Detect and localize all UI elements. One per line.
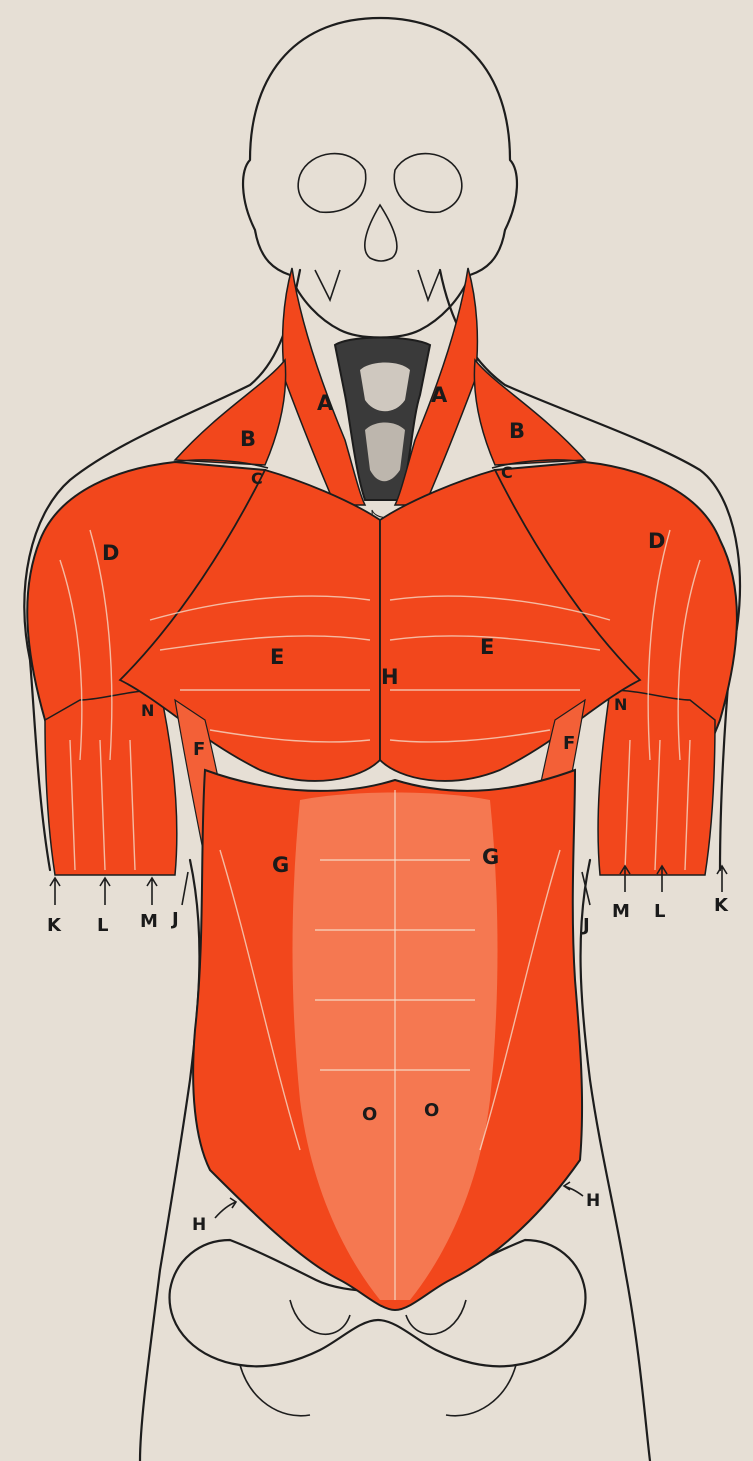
- label-e-left: E: [270, 645, 284, 669]
- label-l-left: L: [97, 915, 108, 936]
- label-n-left: N: [141, 701, 154, 720]
- label-m-left: M: [140, 911, 158, 932]
- label-a-right: A: [431, 383, 448, 407]
- label-c-left: C: [251, 469, 263, 488]
- label-l-right: L: [654, 901, 665, 922]
- label-f-right: F: [563, 733, 575, 754]
- label-j-right: J: [581, 915, 590, 936]
- label-d-left: D: [102, 541, 119, 565]
- label-b-right: B: [509, 419, 525, 443]
- label-o-right: O: [424, 1100, 439, 1121]
- label-g-right: G: [482, 845, 499, 869]
- label-k-right: K: [714, 895, 729, 916]
- label-g-left: G: [272, 853, 289, 877]
- label-h-right: H: [586, 1191, 600, 1211]
- label-b-left: B: [240, 427, 256, 451]
- label-m-right: M: [612, 901, 630, 922]
- label-a-left: A: [317, 391, 334, 415]
- label-k-left: K: [47, 915, 62, 936]
- label-f-left: F: [193, 739, 205, 760]
- label-o-left: O: [362, 1104, 377, 1125]
- label-c-right: C: [501, 463, 513, 482]
- muscle-b-right: [474, 360, 585, 465]
- label-e-right: E: [480, 635, 494, 659]
- muscle-arm-left: [45, 690, 177, 875]
- label-d-right: D: [648, 529, 665, 553]
- label-j-left: J: [170, 909, 179, 930]
- skull-icon: [243, 18, 517, 338]
- label-n-right: N: [614, 695, 627, 714]
- label-h-left: H: [192, 1215, 206, 1235]
- label-h-center: H: [381, 665, 399, 689]
